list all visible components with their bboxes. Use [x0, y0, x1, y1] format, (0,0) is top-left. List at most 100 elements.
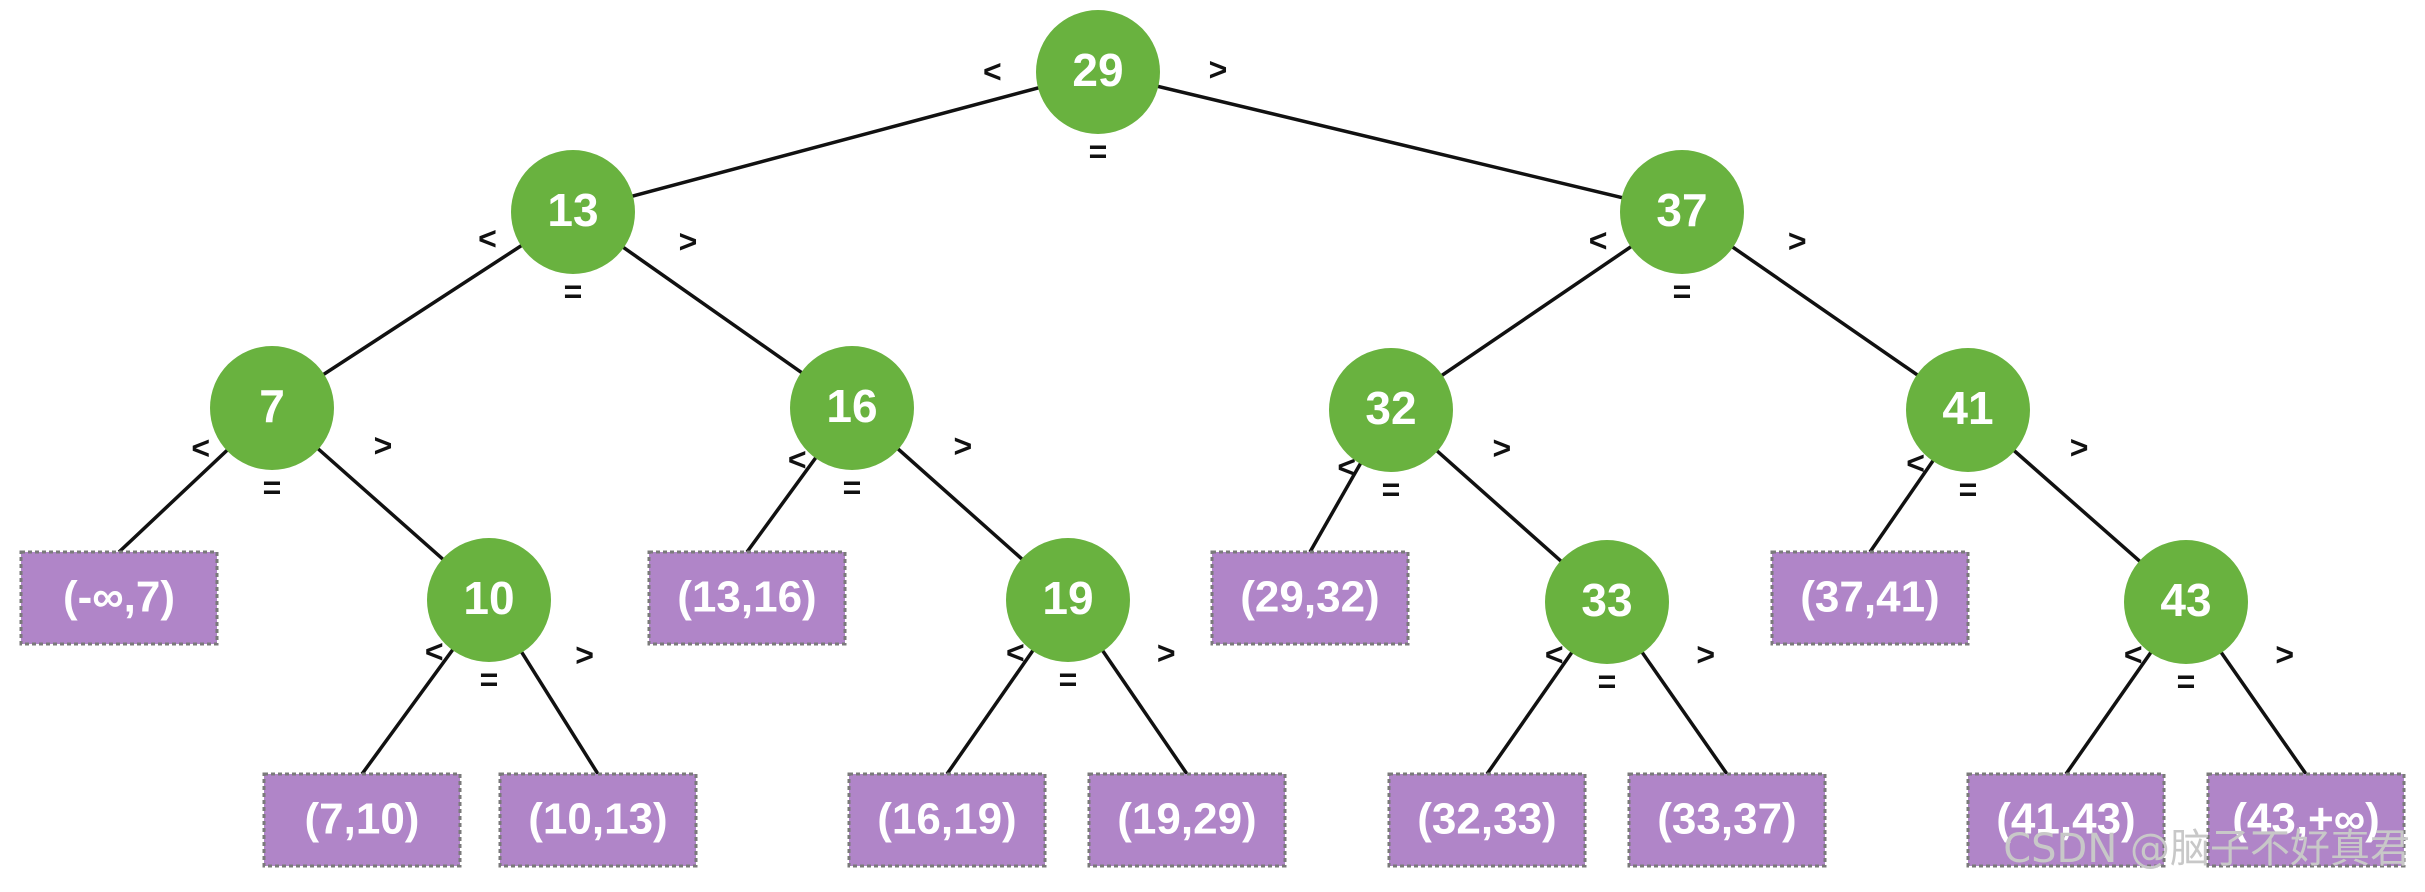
tree-node-19: 19 [1006, 538, 1130, 662]
node-label: 13 [547, 184, 598, 236]
greater-than-label-n16: > [954, 428, 973, 464]
less-than-label-n32: < [1337, 449, 1356, 485]
leaf-interval-inf-7: (-∞,7) [19, 550, 219, 646]
leaf-interval-43-inf: (43,+∞) [2206, 772, 2406, 868]
greater-than-label-n19: > [1157, 635, 1176, 671]
less-than-label-n7: < [191, 430, 210, 466]
leaf-interval-37-41: (37,41) [1770, 550, 1970, 646]
leaf-box [262, 772, 462, 868]
equals-label-n33: = [1598, 663, 1617, 699]
leaf-box [1210, 550, 1410, 646]
leaf-label: (7,10) [305, 795, 420, 844]
greater-than-label-n41: > [2070, 430, 2089, 466]
equals-label-n13: = [564, 273, 583, 309]
leaf-interval-16-19: (16,19) [847, 772, 1047, 868]
leaf-label: (29,32) [1240, 573, 1379, 622]
leaf-interval-19-29: (19,29) [1087, 772, 1287, 868]
node-label: 37 [1656, 184, 1707, 236]
tree-node-13: 13 [511, 150, 635, 274]
greater-than-label-n13: > [679, 223, 698, 259]
leaves-layer: (-∞,7) (7,10) (10,13) (13,16) (16,19) (19,29)… [19, 550, 2406, 868]
leaf-interval-10-13: (10,13) [498, 772, 698, 868]
equals-label-n43: = [2177, 663, 2196, 699]
equals-label-n10: = [480, 661, 499, 697]
equals-label-n19: = [1059, 661, 1078, 697]
leaf-box [2206, 772, 2406, 868]
leaf-box [647, 550, 847, 646]
node-circle [1036, 10, 1160, 134]
edge-n29-n13 [572, 70, 1099, 214]
leaf-label: (37,41) [1800, 573, 1939, 622]
leaf-label: (16,19) [877, 795, 1016, 844]
node-circle [1545, 540, 1669, 664]
leaf-box [1627, 772, 1827, 868]
greater-than-label-n32: > [1493, 430, 1512, 466]
leaf-label: (13,16) [677, 573, 816, 622]
leaf-label: (41,43) [1996, 795, 2135, 844]
leaf-interval-33-37: (33,37) [1627, 772, 1827, 868]
node-circle [2124, 540, 2248, 664]
nodes-layer: 29 13 37 7 16 32 41 10 19 33 43 [210, 10, 2248, 664]
less-than-label-n33: < [1545, 637, 1564, 673]
tree-node-16: 16 [790, 346, 914, 470]
node-label: 7 [259, 380, 285, 432]
less-than-label-n13: < [478, 221, 497, 257]
node-label: 16 [826, 380, 877, 432]
greater-than-label-n10: > [575, 637, 594, 673]
watermark-text: CSDN @脑子不好真君 [2003, 826, 2410, 872]
leaf-box [1087, 772, 1287, 868]
leaf-box [1770, 550, 1970, 646]
leaf-interval-32-33: (32,33) [1387, 772, 1587, 868]
node-label: 43 [2160, 574, 2211, 626]
operator-labels-layer: <><><><><><><><><><><>=========== [191, 51, 2294, 699]
leaf-box [1966, 772, 2166, 868]
greater-than-label-n33: > [1696, 637, 1715, 673]
node-label: 19 [1042, 572, 1093, 624]
tree-node-7: 7 [210, 346, 334, 470]
less-than-label-n41: < [1906, 445, 1925, 481]
tree-node-10: 10 [427, 538, 551, 662]
node-circle [511, 150, 635, 274]
leaf-box [847, 772, 1047, 868]
equals-label-n29: = [1089, 133, 1108, 169]
tree-node-29: 29 [1036, 10, 1160, 134]
less-than-label-n43: < [2124, 637, 2143, 673]
node-circle [1329, 348, 1453, 472]
leaf-label: (32,33) [1417, 795, 1556, 844]
node-circle [427, 538, 551, 662]
leaf-label: (43,+∞) [2232, 795, 2380, 844]
node-circle [210, 346, 334, 470]
equals-label-n32: = [1382, 471, 1401, 507]
less-than-label-n19: < [1006, 635, 1025, 671]
leaf-label: (-∞,7) [63, 573, 175, 622]
leaf-box [1387, 772, 1587, 868]
greater-than-label-n7: > [374, 428, 393, 464]
greater-than-label-n43: > [2275, 637, 2294, 673]
tree-node-43: 43 [2124, 540, 2248, 664]
node-circle [1906, 348, 2030, 472]
tree-node-32: 32 [1329, 348, 1453, 472]
less-than-label-n10: < [425, 633, 444, 669]
tree-node-33: 33 [1545, 540, 1669, 664]
tree-node-37: 37 [1620, 150, 1744, 274]
node-label: 10 [463, 572, 514, 624]
node-label: 29 [1072, 44, 1123, 96]
equals-label-n37: = [1673, 273, 1692, 309]
leaf-box [498, 772, 698, 868]
leaf-label: (33,37) [1657, 795, 1796, 844]
leaf-label: (19,29) [1117, 795, 1256, 844]
less-than-label-n16: < [788, 441, 807, 477]
equals-label-n16: = [843, 469, 862, 505]
leaf-interval-7-10: (7,10) [262, 772, 462, 868]
greater-than-label-n37: > [1788, 223, 1807, 259]
edge-n29-n37 [1097, 70, 1683, 214]
node-label: 41 [1942, 382, 1993, 434]
less-than-label-n29: < [983, 54, 1002, 90]
leaf-label: (10,13) [528, 795, 667, 844]
node-label: 32 [1365, 382, 1416, 434]
equals-label-n41: = [1959, 471, 1978, 507]
node-circle [1620, 150, 1744, 274]
less-than-label-n37: < [1589, 222, 1608, 258]
node-circle [790, 346, 914, 470]
